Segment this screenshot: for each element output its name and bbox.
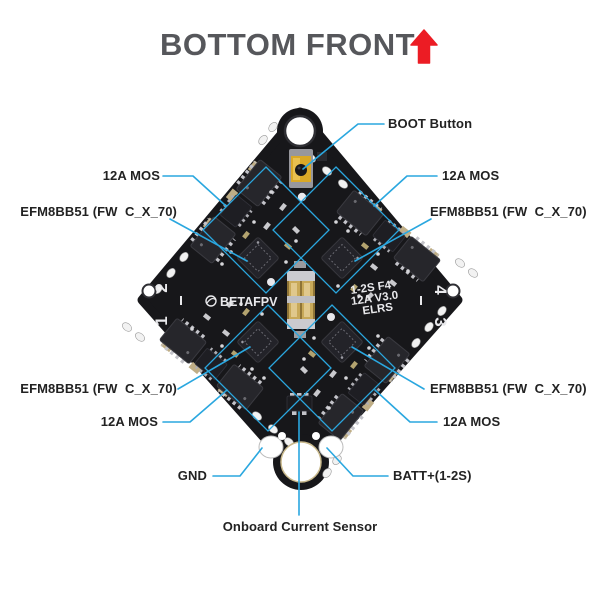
callout-lines <box>162 123 438 516</box>
current-shunt-component <box>287 271 315 329</box>
brand-text: BETAFPV <box>220 295 278 309</box>
motor-number-2: 2 <box>152 283 171 292</box>
orientation-arrow-icon <box>410 29 438 64</box>
callout-label-batt: BATT+(1-2S) <box>393 468 472 483</box>
boot-button-component[interactable] <box>289 149 327 188</box>
callout-label-mos-top-left: 12A MOS <box>102 168 160 183</box>
callout-line-mos-bottom-right <box>374 389 438 423</box>
callout-line-batt <box>326 447 389 477</box>
highlight-box-top-right <box>272 166 400 294</box>
page-title: BOTTOM FRONT <box>160 27 416 62</box>
callout-label-boot-button: BOOT Button <box>388 116 473 131</box>
mounting-hole-top <box>283 114 317 148</box>
callout-label-current-sensor: Onboard Current Sensor <box>222 519 378 534</box>
callout-line-gnd <box>212 447 263 477</box>
motor-number-1: 1 <box>152 316 171 325</box>
callout-line-boot <box>302 123 385 170</box>
gnd-pad <box>258 435 284 459</box>
batt-pad <box>318 435 344 459</box>
model-line-3: ELRS <box>362 301 394 317</box>
highlight-box-top-left <box>202 166 330 294</box>
mounting-hole-left <box>141 283 157 299</box>
callout-label-efm-bottom-right: EFM8BB51 (FW C_X_70) <box>430 381 587 396</box>
callout-line-mos-bottom-left <box>162 389 228 423</box>
model-line-1: 1-2S F4 <box>350 279 393 297</box>
current-sensor-component <box>286 393 313 415</box>
callout-label-efm-top-right: EFM8BB51 (FW C_X_70) <box>430 204 587 219</box>
callout-label-efm-top-left: EFM8BB51 (FW C_X_70) <box>20 204 177 219</box>
mounting-hole-bottom <box>280 441 322 483</box>
betafpv-logo-icon <box>205 295 217 307</box>
callout-line-efm-top-right <box>354 218 432 262</box>
callout-label-gnd: GND <box>177 468 207 483</box>
highlight-box-bottom-right <box>268 304 396 432</box>
highlight-boxes <box>202 166 400 432</box>
callout-line-efm-top-left <box>169 218 248 262</box>
motor-number-3: 3 <box>431 317 450 326</box>
callout-line-mos-top-left <box>162 175 227 207</box>
callout-line-efm-bottom-right <box>351 346 425 390</box>
highlight-box-bottom-left <box>204 304 332 432</box>
mounting-hole-right <box>445 283 461 299</box>
callout-label-mos-top-right: 12A MOS <box>442 168 500 183</box>
callout-label-efm-bottom-left: EFM8BB51 (FW C_X_70) <box>20 381 177 396</box>
motor-number-4: 4 <box>431 285 450 295</box>
board-silkscreen: BETAFPV 1-2S F4 12A V3.0 ELRS 2 1 4 3 <box>152 279 450 326</box>
callout-label-mos-bottom-right: 12A MOS <box>443 414 501 429</box>
callout-line-mos-top-right <box>373 175 438 207</box>
callout-label-mos-bottom-left: 12A MOS <box>100 414 158 429</box>
callout-line-efm-bottom-left <box>177 346 251 390</box>
